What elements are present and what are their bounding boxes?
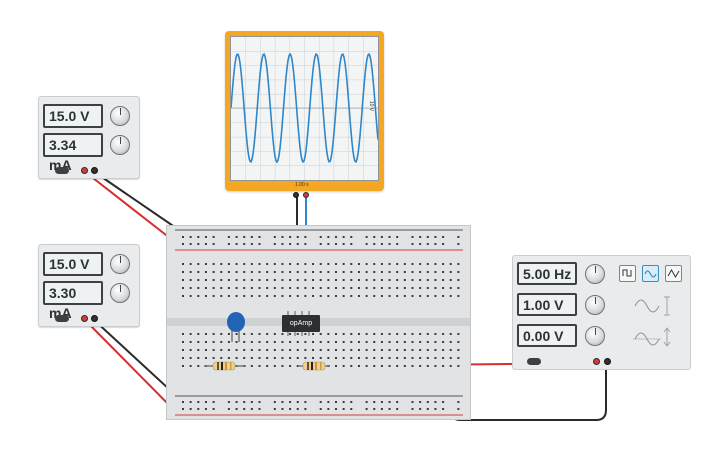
ground-terminal[interactable] (604, 358, 611, 365)
amplitude-knob[interactable] (585, 295, 605, 315)
oscilloscope-waveform (231, 37, 378, 180)
square-wave-icon (622, 269, 632, 277)
voltage-knob[interactable] (110, 254, 130, 274)
sine-wave-button[interactable] (642, 265, 659, 282)
amplitude-wave-icon (634, 296, 670, 316)
resistor-input[interactable] (212, 361, 236, 371)
wire-top-supply-negative[interactable] (92, 170, 183, 233)
positive-terminal[interactable] (81, 167, 88, 174)
chip-label: opAmp (289, 320, 313, 327)
signal-terminal[interactable] (593, 358, 600, 365)
amplitude-display: 1.00 V (517, 293, 577, 316)
oscilloscope-screen: 10 V (230, 36, 379, 181)
opamp-chip[interactable]: opAmp (282, 315, 320, 332)
time-div-label: 1.00 s (295, 182, 309, 188)
probe-signal-terminal[interactable] (303, 192, 309, 198)
positive-terminal[interactable] (81, 315, 88, 322)
triangle-wave-icon (667, 269, 680, 278)
current-display: 3.34 mA (43, 133, 103, 173)
power-switch[interactable] (527, 358, 541, 365)
negative-terminal[interactable] (91, 167, 98, 174)
frequency-knob[interactable] (585, 264, 605, 284)
oscilloscope[interactable]: 10 V 1.00 s (225, 31, 384, 198)
voltage-display: 15.0 V (43, 252, 103, 276)
triangle-wave-button[interactable] (665, 265, 682, 282)
wire-bottom-supply-positive[interactable] (83, 318, 177, 413)
current-knob[interactable] (110, 135, 130, 155)
power-switch[interactable] (55, 167, 69, 174)
power-switch[interactable] (55, 315, 69, 322)
power-supply-bottom[interactable]: 15.0 V 3.30 mA (38, 244, 140, 327)
current-knob[interactable] (110, 283, 130, 303)
voltage-knob[interactable] (110, 106, 130, 126)
offset-display: 0.00 V (517, 324, 577, 347)
probe-ground-terminal[interactable] (293, 192, 299, 198)
square-wave-button[interactable] (619, 265, 636, 282)
frequency-display: 5.00 Hz (517, 262, 577, 285)
offset-wave-icon (633, 327, 671, 347)
voltage-display: 15.0 V (43, 104, 103, 128)
offset-knob[interactable] (585, 326, 605, 346)
capacitor[interactable] (227, 312, 245, 332)
sine-trace (231, 52, 378, 164)
sine-wave-icon (644, 270, 657, 278)
negative-terminal[interactable] (91, 315, 98, 322)
function-generator[interactable]: 5.00 Hz 1.00 V 0.00 V (512, 255, 691, 370)
power-supply-top[interactable]: 15.0 V 3.34 mA (38, 96, 140, 179)
resistor-feedback[interactable] (302, 361, 326, 371)
wire-top-supply-positive[interactable] (83, 170, 176, 243)
